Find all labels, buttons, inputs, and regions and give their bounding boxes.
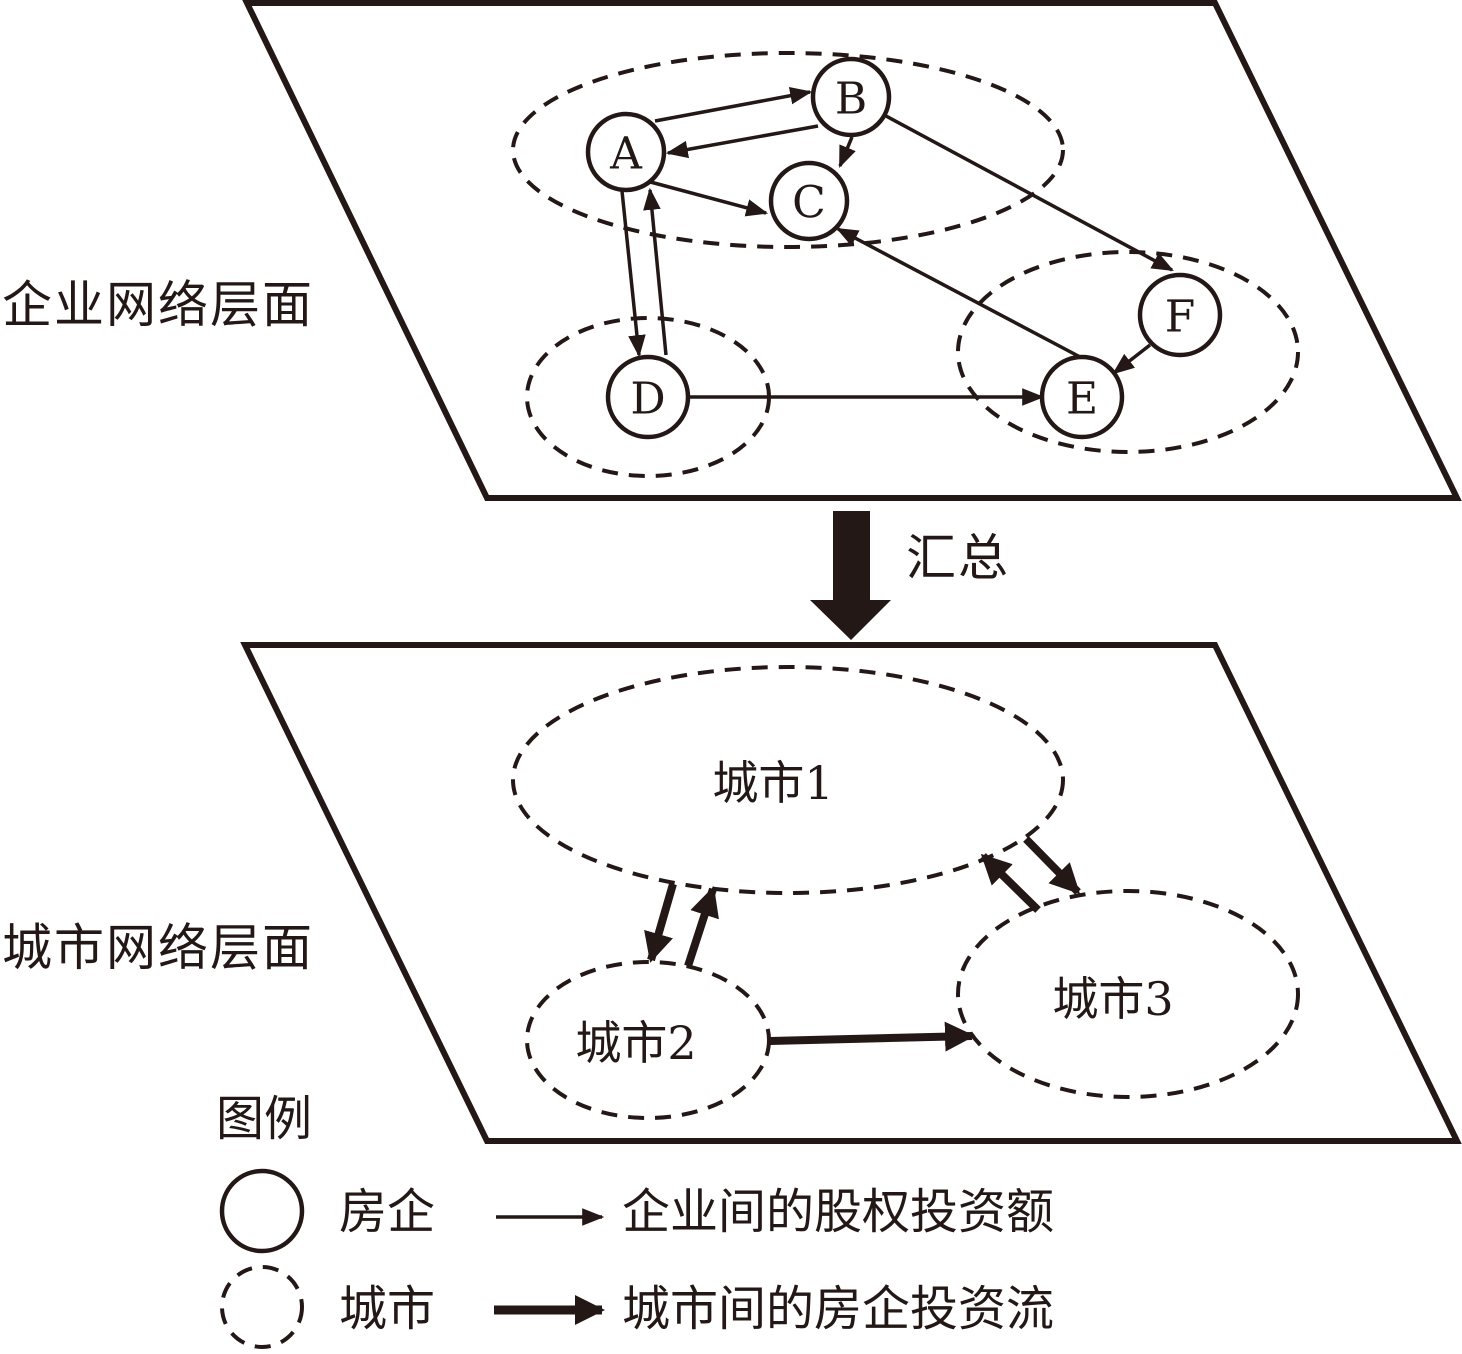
firm-node-label: F <box>1165 292 1196 343</box>
city3-boundary-firm-layer <box>956 250 1300 454</box>
firm-node-label: B <box>835 74 867 125</box>
legend-item-city: 城市 <box>220 1265 435 1349</box>
edge-city1-to-city2 <box>644 882 677 963</box>
city3-label: 城市3 <box>1052 972 1173 1026</box>
firm-node-F: F <box>1137 272 1223 358</box>
edge-A-to-B <box>654 86 813 123</box>
edge-E-to-C <box>836 227 1083 360</box>
aggregate-label: 汇总 <box>906 529 1010 587</box>
city3-node <box>956 889 1300 1099</box>
edge-B-to-F <box>885 114 1174 272</box>
firm-node-C: C <box>768 160 850 242</box>
legend-item-firm: 房企 <box>219 1168 435 1254</box>
city-network-plane <box>240 642 1462 1144</box>
firm-node-label: D <box>630 374 665 425</box>
solid-circle-icon <box>219 1168 305 1254</box>
legend-label-investment-flow: 城市间的房企投资流 <box>622 1281 1054 1337</box>
edge-A-to-C <box>642 178 769 217</box>
firm-edges <box>620 86 1174 406</box>
legend-label-firm: 房企 <box>339 1184 435 1240</box>
firm-layer-label: 企业网络层面 <box>2 276 314 334</box>
firm-node-label: E <box>1066 374 1098 425</box>
firm-node-E: E <box>1039 354 1125 440</box>
edge-B-to-A <box>665 124 819 159</box>
firm-node-A: A <box>585 111 667 193</box>
firm-node-B: B <box>810 56 892 138</box>
firm-node-label: C <box>792 178 826 229</box>
edge-city2-to-city1 <box>684 886 719 968</box>
edge-city2-to-city3 <box>769 1021 975 1052</box>
legend-item-equity-investment: 企业间的股权投资额 <box>496 1184 1054 1240</box>
aggregate-arrow-icon <box>810 511 891 640</box>
city-edges <box>644 836 1081 1052</box>
edge-D-to-A <box>643 187 668 356</box>
legend-label-equity-investment: 企业间的股权投资额 <box>622 1184 1054 1240</box>
edge-F-to-E <box>1112 343 1152 375</box>
legend-title: 图例 <box>216 1091 312 1147</box>
legend-item-investment-flow: 城市间的房企投资流 <box>494 1281 1054 1337</box>
edge-city1-to-city3 <box>1023 836 1081 895</box>
firm-network-plane <box>242 0 1462 501</box>
city1-label: 城市1 <box>712 756 833 810</box>
legend-label-city: 城市 <box>339 1281 435 1337</box>
legend: 图例 房企 城市 企业间的股权投资额 城市间的房企投资流 <box>216 1091 1054 1349</box>
dashed-circle-icon <box>220 1265 304 1349</box>
city1-boundary-firm-layer <box>511 51 1065 249</box>
city1-node <box>511 665 1065 895</box>
city2-label: 城市2 <box>575 1016 696 1070</box>
firm-node-D: D <box>605 354 691 440</box>
city-layer-label: 城市网络层面 <box>2 919 314 977</box>
firm-node-label: A <box>609 129 643 180</box>
edge-A-to-D <box>620 190 646 358</box>
edge-B-to-C <box>838 136 856 169</box>
edge-city3-to-city1 <box>980 853 1041 913</box>
